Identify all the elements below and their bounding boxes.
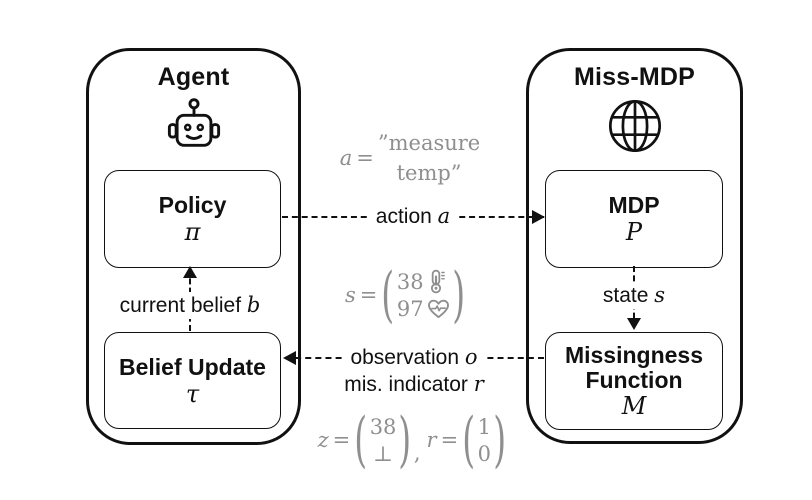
state-arrowhead-icon bbox=[627, 318, 641, 330]
action-example-annotation: a = ”measure temp” bbox=[339, 131, 481, 185]
action-arrow-label: action a bbox=[282, 203, 544, 230]
state-arrow-label: state s bbox=[574, 282, 694, 309]
action-arrowhead-icon bbox=[532, 210, 545, 224]
state-example-annotation: s = ( 38 97 bbox=[345, 260, 465, 330]
miss-mdp-container-box: Miss-MDP MDP P Missingness Function M bbox=[526, 48, 743, 444]
belief-arrowhead-icon bbox=[183, 266, 197, 278]
miss-mdp-title: Miss-MDP bbox=[573, 63, 696, 91]
open-paren: ( bbox=[462, 405, 476, 475]
open-paren: ( bbox=[381, 260, 395, 330]
close-paren: ) bbox=[493, 405, 507, 475]
missingness-label-line2: Function bbox=[585, 367, 683, 393]
mdp-label: MDP bbox=[608, 192, 660, 218]
belief-arrow-label: current belief b bbox=[100, 292, 280, 319]
missingness-function-box: Missingness Function M bbox=[545, 332, 723, 430]
policy-label: Policy bbox=[158, 192, 227, 218]
globe-icon bbox=[606, 97, 664, 155]
observation-example-annotation: z = ( 38 ⊥ ) , r = ( 1 0 ) bbox=[317, 405, 507, 475]
close-paren: ) bbox=[398, 405, 412, 475]
mdp-symbol-script-p: P bbox=[625, 218, 643, 246]
mdp-box: MDP P bbox=[545, 170, 723, 268]
thermometer-icon bbox=[427, 269, 445, 294]
close-paren: ) bbox=[451, 260, 465, 330]
belief-update-label: Belief Update bbox=[119, 353, 266, 380]
agent-container-box: Agent Policy π Belief Update τ bbox=[86, 48, 301, 445]
agent-title: Agent bbox=[157, 63, 230, 91]
policy-symbol: π bbox=[184, 218, 201, 246]
observation-arrowhead-icon bbox=[283, 351, 296, 365]
observation-arrow-label: observation o mis. indicator r bbox=[299, 344, 529, 398]
robot-icon bbox=[165, 97, 223, 153]
belief-update-box: Belief Update τ bbox=[104, 332, 281, 429]
open-paren: ( bbox=[354, 405, 368, 475]
policy-box: Policy π bbox=[104, 170, 281, 268]
missingness-label-line1: Missingness bbox=[564, 342, 704, 368]
missingness-symbol: M bbox=[621, 392, 647, 420]
belief-update-symbol: τ bbox=[185, 379, 200, 408]
heart-pulse-icon bbox=[427, 299, 450, 319]
